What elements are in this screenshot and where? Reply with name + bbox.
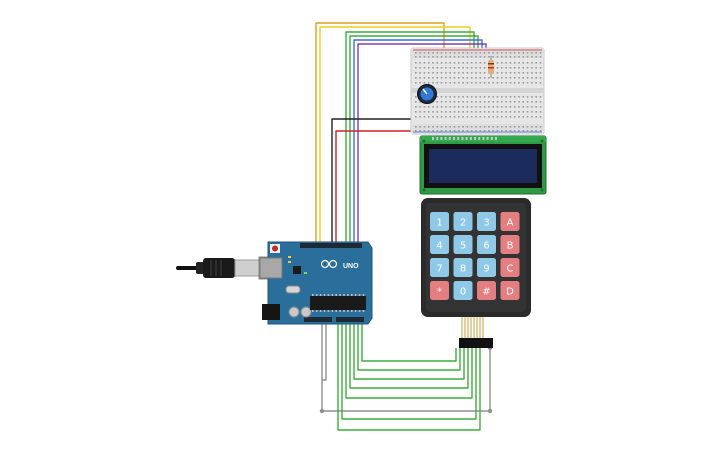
keypad-key-label: 8 bbox=[460, 264, 466, 275]
keypad-key-8[interactable]: 8 bbox=[453, 258, 473, 277]
keypad-key-C[interactable]: C bbox=[500, 258, 520, 277]
keypad-key-label: 3 bbox=[483, 218, 489, 229]
usb-port bbox=[259, 257, 283, 279]
keypad-connector[interactable] bbox=[459, 338, 493, 348]
keypad-key-hash[interactable]: # bbox=[477, 281, 496, 300]
keypad-key-7[interactable]: 7 bbox=[430, 258, 449, 277]
lcd-display[interactable] bbox=[419, 135, 547, 195]
potentiometer[interactable] bbox=[417, 84, 437, 104]
wire-keypad-green-4[interactable] bbox=[349, 318, 469, 389]
keypad-key-label: D bbox=[506, 287, 514, 298]
header-digital[interactable] bbox=[300, 243, 362, 248]
wire-keypad-gray-1[interactable] bbox=[321, 318, 491, 412]
keypad-key-label: # bbox=[482, 287, 490, 298]
atmega-chip bbox=[310, 296, 366, 310]
keypad-key-B[interactable]: B bbox=[500, 235, 520, 254]
wire-keypad-green-3[interactable] bbox=[345, 318, 473, 399]
lcd-screen bbox=[429, 149, 537, 183]
keypad-key-2[interactable]: 2 bbox=[453, 212, 473, 231]
resistor[interactable] bbox=[488, 56, 494, 78]
wire-keypad-green-6[interactable] bbox=[357, 318, 461, 371]
header-power[interactable] bbox=[304, 317, 332, 322]
wire-orange[interactable] bbox=[315, 22, 445, 244]
keypad-4x4[interactable]: 1 2 3 A 4 5 6 B 7 8 9 C * 0 # D bbox=[421, 198, 531, 348]
wire-keypad-green-1[interactable] bbox=[337, 318, 481, 431]
keypad-key-9[interactable]: 9 bbox=[477, 258, 496, 277]
power-jack bbox=[262, 304, 280, 320]
keypad-key-label: 6 bbox=[483, 241, 489, 252]
keypad-key-label: B bbox=[507, 241, 514, 252]
wire-keypad-green-2[interactable] bbox=[341, 318, 477, 420]
keypad-ribbon bbox=[461, 317, 484, 338]
keypad-key-label: 4 bbox=[436, 241, 442, 252]
keypad-key-label: 1 bbox=[436, 218, 442, 229]
keypad-key-6[interactable]: 6 bbox=[477, 235, 496, 254]
keypad-key-0[interactable]: 0 bbox=[453, 281, 473, 300]
wire-junction bbox=[319, 408, 325, 414]
keypad-key-label: * bbox=[437, 287, 442, 298]
keypad-key-label: C bbox=[507, 264, 514, 275]
wire-keypad-green-7[interactable] bbox=[361, 318, 457, 362]
wire-black[interactable] bbox=[331, 118, 421, 244]
keypad-key-4[interactable]: 4 bbox=[430, 235, 449, 254]
arduino-uno-board[interactable]: UNO bbox=[259, 241, 373, 325]
arduino-logo bbox=[320, 259, 338, 269]
keypad-key-star[interactable]: * bbox=[430, 281, 449, 300]
keypad-key-D[interactable]: D bbox=[500, 281, 520, 300]
keypad-key-label: 7 bbox=[436, 264, 442, 275]
wire-keypad-green-5[interactable] bbox=[353, 318, 465, 380]
wire-red[interactable] bbox=[335, 123, 420, 244]
wire-junction bbox=[487, 408, 493, 414]
keypad-key-A[interactable]: A bbox=[500, 212, 520, 231]
keypad-key-label: 0 bbox=[460, 287, 466, 298]
keypad-key-label: 9 bbox=[483, 264, 489, 275]
keypad-key-1[interactable]: 1 bbox=[430, 212, 449, 231]
header-analog[interactable] bbox=[336, 317, 364, 322]
keypad-key-5[interactable]: 5 bbox=[453, 235, 473, 254]
keypad-key-label: 5 bbox=[460, 241, 466, 252]
keypad-key-label: 2 bbox=[460, 218, 466, 229]
keypad-key-label: A bbox=[507, 218, 514, 229]
breadboard[interactable] bbox=[410, 47, 545, 135]
keypad-key-3[interactable]: 3 bbox=[477, 212, 496, 231]
wire-keypad-gray-2[interactable] bbox=[322, 318, 327, 381]
board-label: UNO bbox=[343, 263, 359, 270]
